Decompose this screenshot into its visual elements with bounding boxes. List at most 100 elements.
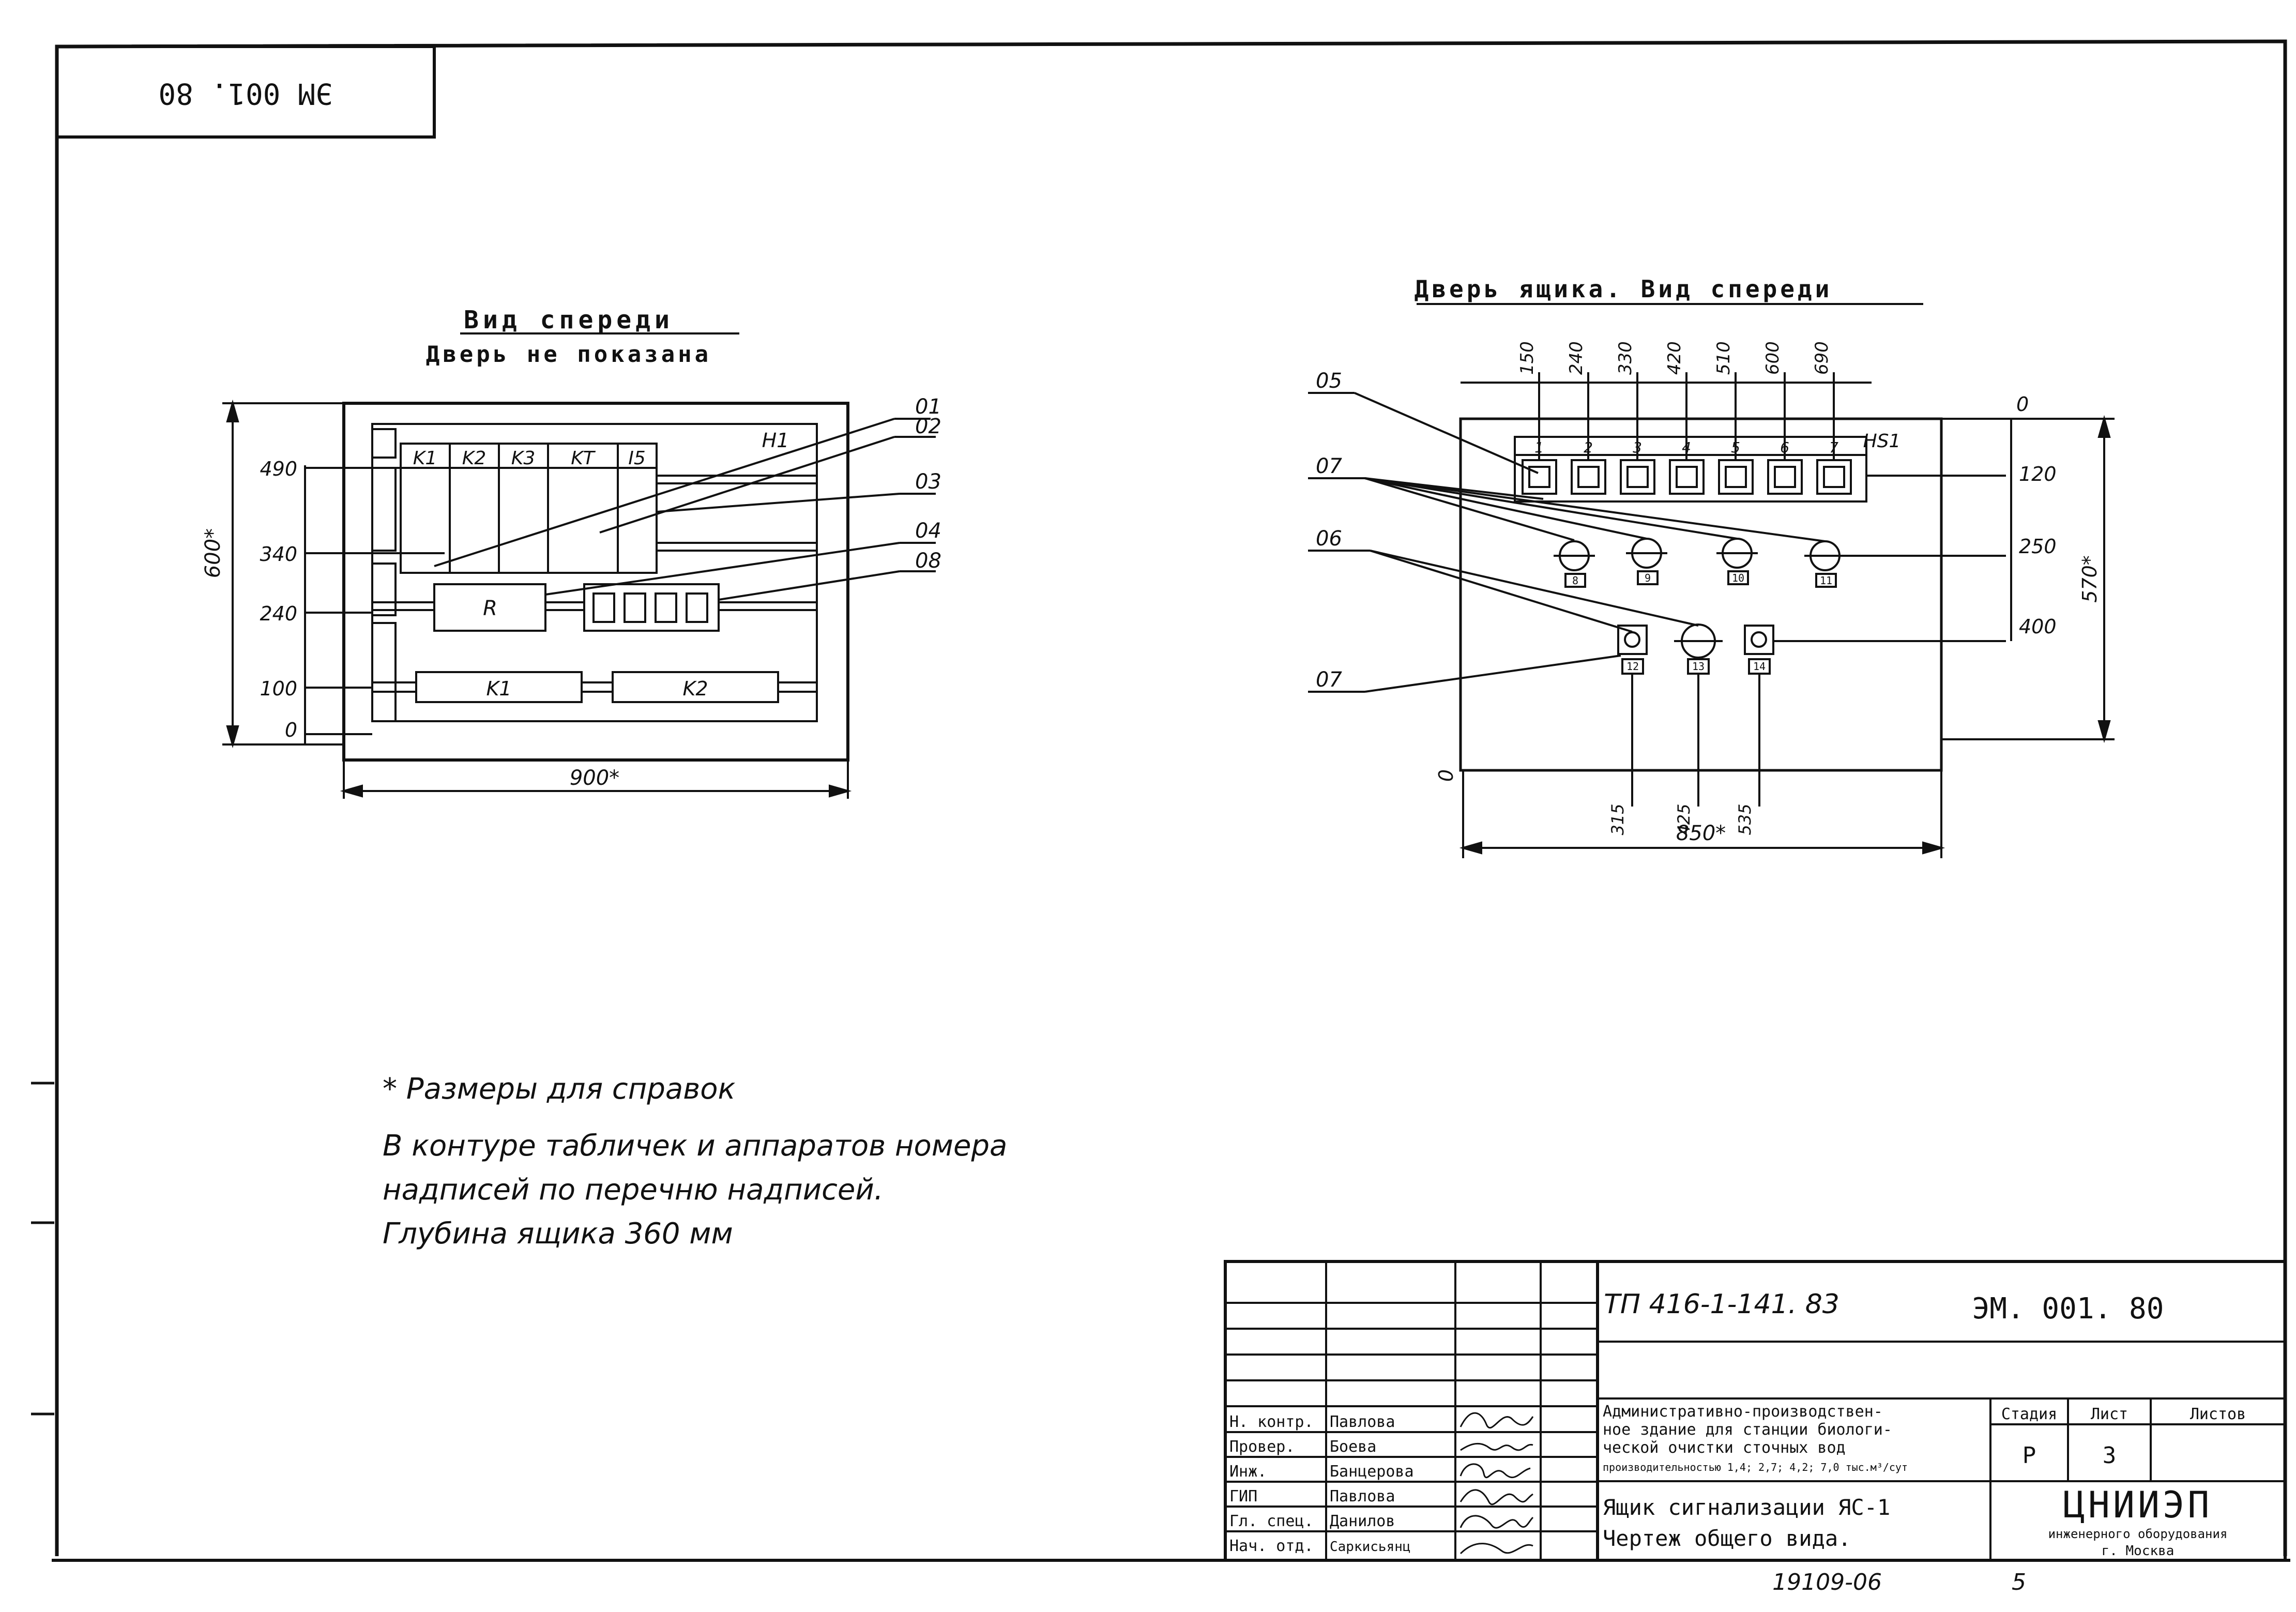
- door-height-label: 570*: [2078, 555, 2101, 603]
- corner-stamp-text: ЭМ 001. 80: [158, 77, 332, 110]
- front-view: Вид спереди Дверь не показана K1 K2 K3 K…: [201, 306, 941, 799]
- resistor-label: R: [483, 597, 497, 620]
- callout-04: 04: [915, 519, 941, 543]
- footer-number: 19109-06: [1772, 1569, 1882, 1595]
- door-bottom-dims: 315 425 535 0 850*: [1435, 674, 1945, 858]
- role-1: Н. контр.: [1229, 1413, 1314, 1431]
- name-1: Павлова: [1330, 1413, 1395, 1431]
- contactor-k2: [612, 671, 779, 703]
- front-width-label: 900*: [570, 766, 619, 790]
- door-view: Дверь ящика. Вид спереди 1 2 3 4 5 6 7 H…: [1308, 275, 2115, 858]
- door-dim-420: 420: [1664, 341, 1685, 375]
- name-2: Боева: [1330, 1438, 1376, 1456]
- name-4: Павлова: [1330, 1487, 1395, 1505]
- switch-tag-8: 8: [1572, 574, 1578, 587]
- title-block: ТП 416-1-141. 83 ЭМ. 001. 80 Администрат…: [1224, 1260, 2287, 1562]
- front-view-subtitle: Дверь не показана: [426, 341, 711, 368]
- item-title-2: Чертеж общего вида.: [1603, 1526, 1851, 1551]
- callout-06: 06: [1316, 527, 1342, 551]
- front-level-340: 340: [260, 543, 297, 566]
- lower-tag-13: 13: [1692, 660, 1705, 673]
- description-line-1: Административно-производствен-: [1603, 1403, 1883, 1421]
- description-line-2: ное здание для станции биологи-: [1603, 1421, 1892, 1439]
- door-bottom-315: 315: [1608, 803, 1628, 835]
- door-top-dims: 150 240 330 420 510 600 690: [1517, 341, 1835, 460]
- front-height-label: 600*: [201, 528, 225, 578]
- door-dim-600: 600: [1762, 341, 1783, 375]
- contactor-label-k1: K1: [486, 677, 511, 700]
- role-3: Инж.: [1229, 1463, 1267, 1481]
- project-code: ТП 416-1-141. 83: [1604, 1289, 1839, 1320]
- lower-devices: 12 13 14: [1617, 623, 1774, 675]
- door-right-dims: 0 120 250 400 570*: [1773, 393, 2115, 743]
- sheet-value: 3: [2103, 1442, 2117, 1469]
- front-level-0: 0: [285, 719, 297, 741]
- note-3: надписей по перечню надписей.: [383, 1173, 884, 1207]
- door-view-title: Дверь ящика. Вид спереди: [1415, 275, 1833, 303]
- relay-label-i5: I5: [628, 448, 646, 469]
- lower-tag-12: 12: [1626, 660, 1639, 673]
- relay-label-k2: K2: [462, 448, 486, 469]
- note-4: Глубина ящика 360 мм: [383, 1217, 733, 1251]
- stage-value: Р: [2023, 1442, 2036, 1469]
- name-3: Банцерова: [1330, 1463, 1414, 1481]
- door-bottom-535: 535: [1735, 803, 1755, 835]
- org-subtitle: инженерного оборудования: [2048, 1527, 2228, 1541]
- callout-01: 01: [915, 395, 941, 419]
- document-number: ЭМ. 001. 80: [1972, 1292, 2164, 1326]
- front-level-240: 240: [260, 602, 297, 625]
- corner-stamp: ЭМ 001. 80: [55, 45, 436, 139]
- front-dim-levels: 600* 490 340 240 100 0: [201, 399, 445, 749]
- switches: 8 9 10 11: [1554, 538, 1846, 588]
- front-level-100: 100: [260, 677, 297, 700]
- door-dim-150: 150: [1517, 341, 1538, 375]
- role-2: Провер.: [1229, 1438, 1295, 1456]
- lamp-strip: [1514, 436, 1867, 503]
- door-callouts: 05 07 06 07: [1308, 369, 1826, 693]
- contactor-label-k2: K2: [682, 677, 708, 700]
- contactor-k1: [415, 671, 583, 703]
- callout-05: 05: [1316, 369, 1342, 393]
- door-right-0: 0: [2016, 393, 2029, 416]
- name-5: Данилов: [1330, 1512, 1395, 1530]
- switch-tag-10: 10: [1732, 572, 1744, 584]
- h1-label: H1: [762, 429, 789, 452]
- resistor-block: [433, 583, 546, 632]
- door-width-label: 850*: [1676, 822, 1726, 845]
- lower-tag-14: 14: [1753, 660, 1766, 673]
- notes: * Размеры для справок В контуре табличек…: [383, 1072, 1007, 1251]
- door-right-250: 250: [2019, 535, 2057, 558]
- hs1-label: HS1: [1863, 431, 1901, 452]
- description-line-4: производительностью 1,4; 2,7; 4,2; 7,0 т…: [1603, 1461, 1908, 1473]
- front-level-490: 490: [260, 458, 297, 480]
- door-dim-510: 510: [1713, 341, 1734, 375]
- front-view-title: Вид спереди: [464, 306, 674, 334]
- role-6: Нач. отд.: [1229, 1537, 1314, 1555]
- note-1: * Размеры для справок: [383, 1072, 735, 1106]
- door-left-zero: 0: [1435, 769, 1457, 782]
- footer-page: 5: [2012, 1569, 2026, 1595]
- relay-label-k1: K1: [413, 448, 437, 469]
- stage-header: Стадия: [2001, 1405, 2057, 1423]
- relay-label-k3: K3: [511, 448, 536, 469]
- description-line-3: ческой очистки сточных вод: [1603, 1439, 1846, 1457]
- note-2: В контуре табличек и аппаратов номера: [383, 1129, 1007, 1163]
- callout-08: 08: [915, 549, 941, 573]
- callout-02: 02: [915, 415, 941, 438]
- switch-tag-9: 9: [1645, 572, 1651, 584]
- switch-tag-11: 11: [1820, 574, 1832, 587]
- door-dim-240: 240: [1566, 341, 1587, 375]
- cabinet-outer: [342, 402, 849, 762]
- door-dim-330: 330: [1615, 341, 1636, 375]
- indicator-block: [583, 583, 720, 632]
- role-4: ГИП: [1229, 1487, 1257, 1505]
- front-callouts: 01 02 03 04 08: [434, 395, 941, 601]
- org-name: ЦНИИЭП: [2063, 1484, 2213, 1526]
- door-right-120: 120: [2019, 463, 2057, 485]
- org-city: г. Москва: [2102, 1543, 2175, 1559]
- callout-07-top: 07: [1316, 454, 1342, 478]
- relay-label-kt: KT: [571, 448, 596, 469]
- callout-07-bottom: 07: [1316, 668, 1342, 692]
- sheets-header: Листов: [2190, 1405, 2246, 1423]
